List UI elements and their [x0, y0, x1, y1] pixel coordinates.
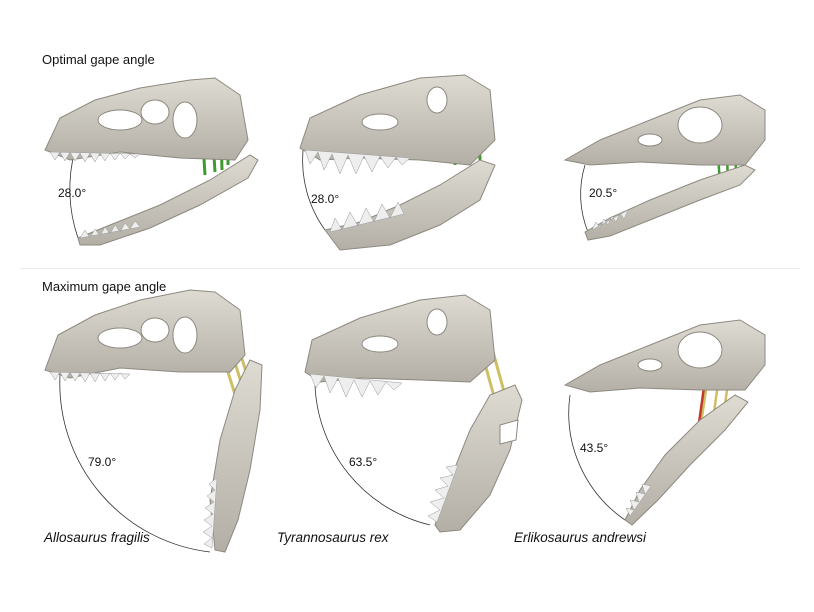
- erlikosaurus-maximum-jaw: [624, 394, 749, 526]
- tyrannosaurus-maximum-jaw: [434, 384, 523, 533]
- erlikosaurus-optimal-cranium: [563, 94, 766, 166]
- tyrannosaurus-maximum-cranium: [304, 294, 496, 383]
- optimal-row-title: Optimal gape angle: [42, 52, 155, 67]
- allosaurus-maximum-skull: [44, 289, 263, 553]
- erlikosaurus-optimal-arc: [580, 164, 589, 233]
- tyrannosaurus-maximum-angle: 63.5°: [349, 455, 378, 469]
- tyrannosaurus-optimal-jaw: [324, 159, 496, 251]
- maximum-row-title: Maximum gape angle: [42, 279, 167, 294]
- allosaurus-optimal-jaw: [77, 154, 259, 246]
- species-label-allosaurus: Allosaurus fragilis: [44, 530, 150, 545]
- tyrannosaurus-optimal-arc: [302, 149, 326, 231]
- tyrannosaurus-maximum-arc: [314, 384, 431, 526]
- erlikosaurus-maximum-arc: [568, 394, 626, 521]
- tyrannosaurus-maximum-skull: [304, 294, 523, 533]
- allosaurus-maximum-jaw: [209, 359, 263, 553]
- allosaurus-maximum-angle: 79.0°: [88, 455, 117, 469]
- row-separator: [20, 268, 800, 269]
- erlikosaurus-maximum-angle: 43.5°: [580, 441, 609, 455]
- erlikosaurus-maximum-skull: [563, 319, 766, 526]
- erlikosaurus-maximum-cranium: [563, 319, 766, 393]
- species-label-erlikosaurus: Erlikosaurus andrewsi: [514, 530, 647, 545]
- tyrannosaurus-optimal-skull: [299, 74, 496, 251]
- allosaurus-optimal-skull: [44, 77, 259, 246]
- erlikosaurus-optimal-skull: [563, 94, 766, 241]
- erlikosaurus-optimal-jaw: [584, 164, 756, 241]
- tyrannosaurus-optimal-angle: 28.0°: [311, 192, 340, 206]
- allosaurus-maximum-arc: [59, 374, 211, 553]
- erlikosaurus-optimal-angle: 20.5°: [589, 186, 618, 200]
- species-label-tyrannosaurus: Tyrannosaurus rex: [277, 530, 389, 545]
- allosaurus-optimal-angle: 28.0°: [58, 186, 87, 200]
